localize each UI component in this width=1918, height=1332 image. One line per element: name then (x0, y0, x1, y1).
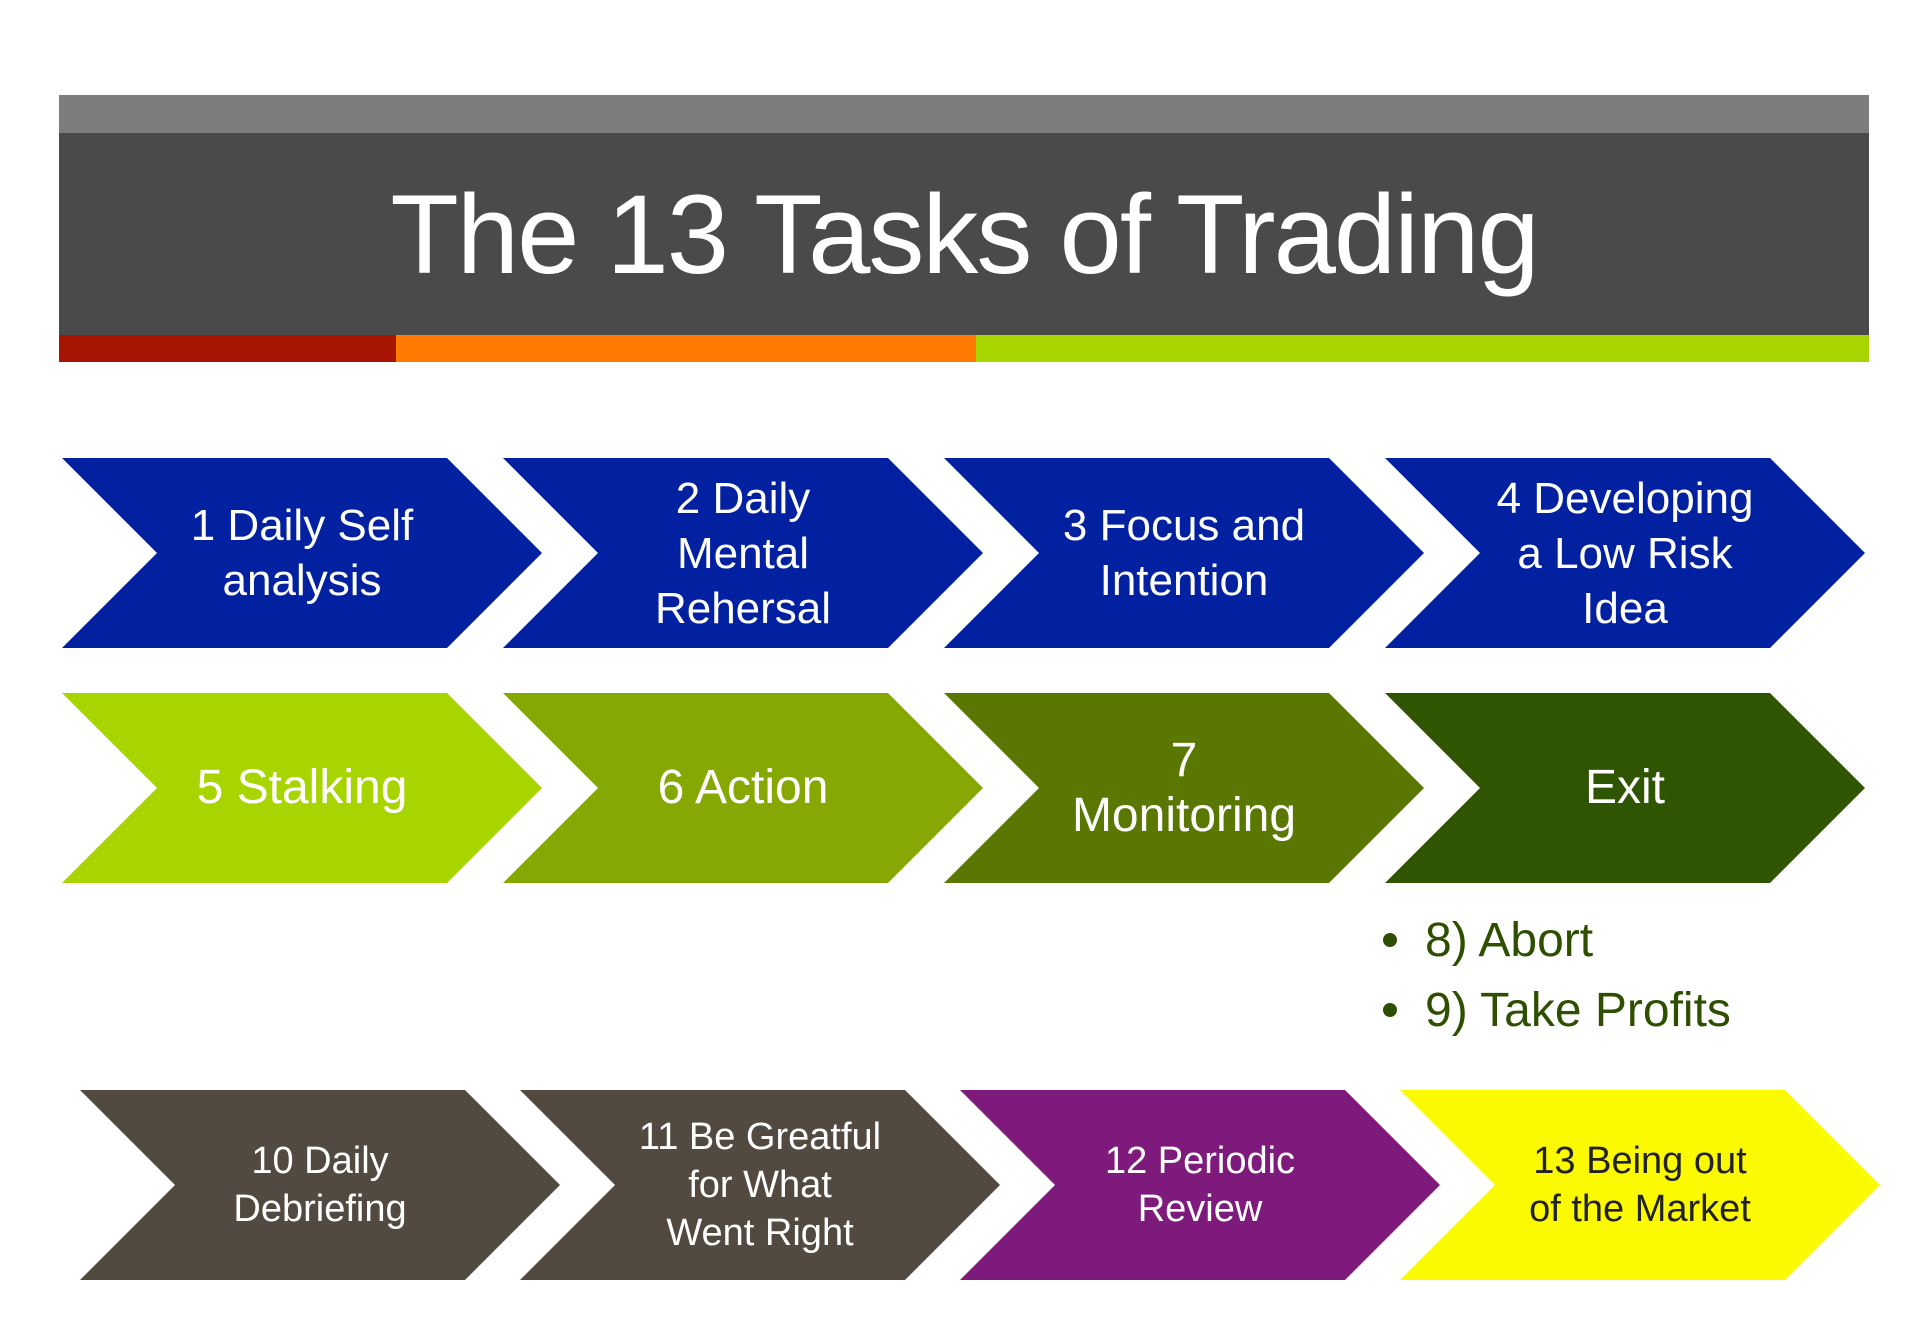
task-7-chevron: 7 Monitoring (944, 693, 1424, 883)
task-5-label: 5 Stalking (196, 761, 408, 815)
accent-bar-orange (396, 335, 976, 362)
chevron-shape (520, 1090, 1000, 1280)
chevron-shape (62, 458, 542, 648)
chevron-shape (62, 693, 542, 883)
chevron-shape (503, 458, 983, 648)
task-13-chevron: 13 Being out of the Market (1400, 1090, 1880, 1280)
exit-options-list: 8) Abort 9) Take Profits (1378, 905, 1731, 1045)
bullet-icon (1383, 933, 1397, 947)
accent-bar-green (976, 335, 1869, 362)
task-4-chevron: 4 Developing a Low Risk Idea (1385, 458, 1865, 648)
task-12-label: 12 Periodic Review (1104, 1140, 1296, 1230)
title-banner: The 13 Tasks of Trading (59, 95, 1869, 335)
chevron-shape (960, 1090, 1440, 1280)
task-2-chevron: 2 Daily Mental Rehersal (503, 458, 983, 648)
task-10-chevron: 10 Daily Debriefing (80, 1090, 560, 1280)
task-13-label: 13 Being out of the Market (1529, 1140, 1751, 1230)
chevron-shape (1385, 693, 1865, 883)
chevron-shape (80, 1090, 560, 1280)
task-3-label: 3 Focus and Intention (1062, 501, 1306, 605)
title-top-strip (59, 95, 1869, 133)
task-3-chevron: 3 Focus and Intention (944, 458, 1424, 648)
exit-option-take-profits: 9) Take Profits (1425, 983, 1731, 1037)
list-item: 9) Take Profits (1378, 975, 1731, 1045)
chevron-shape (503, 693, 983, 883)
task-1-chevron: 1 Daily Self analysis (62, 458, 542, 648)
exit-option-abort: 8) Abort (1425, 913, 1594, 967)
task-5-chevron: 5 Stalking (62, 693, 542, 883)
chevron-shape (1385, 458, 1865, 648)
task-7-label: 7 Monitoring (1071, 733, 1297, 842)
task-12-chevron: 12 Periodic Review (960, 1090, 1440, 1280)
page-title: The 13 Tasks of Trading (390, 171, 1539, 297)
task-4-label: 4 Developing a Low Risk Idea (1496, 473, 1754, 633)
accent-bar-red (59, 335, 396, 362)
list-item: 8) Abort (1378, 905, 1731, 975)
task-2-label: 2 Daily Mental Rehersal (654, 473, 832, 633)
exit-chevron: Exit (1385, 693, 1865, 883)
task-10-label: 10 Daily Debriefing (233, 1140, 407, 1230)
task-1-label: 1 Daily Self analysis (190, 501, 414, 605)
task-11-label: 11 Be Greatful for What Went Right (638, 1116, 882, 1254)
chevron-shape (944, 458, 1424, 648)
chevron-shape (944, 693, 1424, 883)
exit-label: Exit (1584, 761, 1665, 815)
task-11-chevron: 11 Be Greatful for What Went Right (520, 1090, 1000, 1280)
task-6-chevron: 6 Action (503, 693, 983, 883)
task-6-label: 6 Action (657, 761, 829, 815)
bullet-icon (1383, 1003, 1397, 1017)
chevron-shape (1400, 1090, 1880, 1280)
